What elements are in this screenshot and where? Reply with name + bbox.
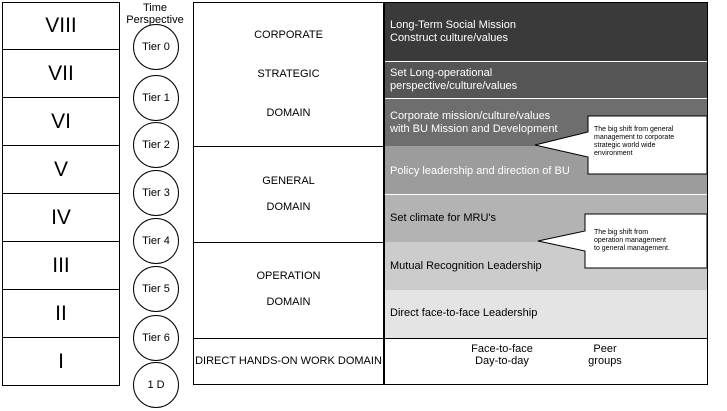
text-level-8b: Construct culture/values: [390, 32, 508, 44]
domain-label-operation: OPERATION: [256, 270, 321, 282]
level-3: III: [2, 242, 120, 290]
domain-label-domain: DOMAIN: [266, 296, 311, 308]
text-level-4: Set climate for MRU's: [390, 212, 497, 224]
text-level-5: Policy leadership and direction of BU: [390, 165, 570, 177]
callout-2-line: The big shift from: [594, 229, 649, 236]
text-level-7a: Set Long-operational: [390, 67, 493, 79]
tier-0: Tier 0: [133, 24, 179, 70]
text-level-1-right: Peer groups: [575, 343, 635, 367]
text-level-6b: with BU Mission and Development: [390, 123, 558, 135]
level-6: VI: [2, 98, 120, 146]
domain-label-general: GENERAL: [262, 175, 315, 187]
level-1: I: [2, 338, 120, 386]
text-day-to-day: Day-to-day: [475, 355, 529, 367]
tier-3: Tier 3: [133, 170, 179, 216]
text-peer: Peer: [593, 343, 617, 355]
band-divider: [385, 61, 707, 62]
text-level-2: Direct face-to-face Leadership: [390, 307, 538, 319]
callout-2-line: operation management: [594, 237, 666, 244]
band-level-1: [385, 338, 707, 384]
band-divider: [385, 98, 707, 99]
domain-divider: [193, 242, 384, 243]
domain-label-domain: DOMAIN: [266, 107, 311, 119]
callout-1-line: The big shift from general: [594, 126, 674, 133]
text-level-8a: Long-Term Social Mission: [390, 19, 516, 31]
callout-1-text: The big shift from general management to…: [594, 126, 704, 158]
tier-4: Tier 4: [133, 218, 179, 264]
tier-1: Tier 1: [133, 75, 179, 121]
domain-divider: [193, 338, 384, 339]
domain-label-corporate: CORPORATE: [254, 29, 323, 41]
text-level-6a: Corporate mission/culture/values: [390, 110, 551, 122]
callout-2-line: to general management.: [594, 245, 670, 252]
text-level-1-left: Face-to-face Day-to-day: [462, 343, 542, 367]
band-level-8: [385, 3, 707, 61]
text-face-to-face: Face-to-face: [471, 343, 533, 355]
level-7: VII: [2, 50, 120, 98]
callout-1-line: environment: [594, 150, 633, 157]
level-5: V: [2, 146, 120, 194]
band-divider: [385, 194, 707, 195]
level-2: II: [2, 290, 120, 338]
callout-1-line: strategic world wide: [594, 142, 656, 149]
tier-6: Tier 6: [133, 315, 179, 361]
level-8: VIII: [2, 2, 120, 50]
band-level-7: [385, 61, 707, 98]
text-level-7b: perspective/culture/values: [390, 80, 518, 92]
text-level-3: Mutual Recognition Leadership: [390, 260, 542, 272]
callout-arrow-1: [534, 115, 708, 175]
level-4: IV: [2, 194, 120, 242]
text-groups: groups: [588, 355, 622, 367]
band-level-2: [385, 290, 707, 338]
tier-1d: 1 D: [133, 362, 179, 408]
time-perspective-title: Time Perspective: [126, 2, 184, 26]
domain-divider: [193, 146, 384, 147]
tier-5: Tier 5: [133, 266, 179, 312]
domain-label-domain: DOMAIN: [266, 201, 311, 213]
domain-label-direct: DIRECT HANDS-ON WORK DOMAIN: [195, 355, 382, 367]
domain-label-strategic: STRATEGIC: [257, 68, 320, 80]
domain-column: [193, 2, 384, 385]
description-column: [384, 2, 708, 385]
callout-2-text: The big shift from operation management …: [594, 229, 704, 253]
callout-arrow-2: [537, 213, 708, 269]
callout-1-line: management to corporate: [594, 134, 675, 141]
tier-2: Tier 2: [133, 122, 179, 168]
